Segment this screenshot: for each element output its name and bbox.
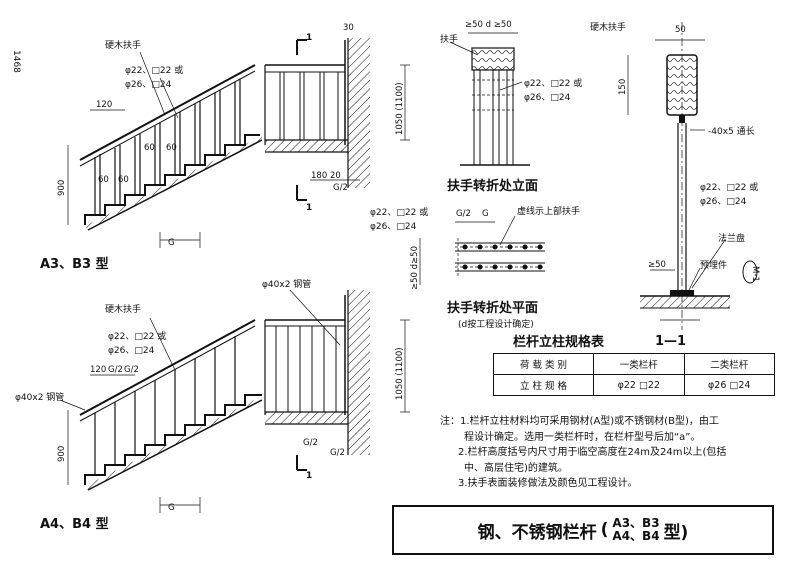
title-line2: A4、B4	[612, 529, 660, 543]
a4-type-label: A4、B4 型	[40, 516, 109, 532]
a4-label-handrail: 硬木扶手	[105, 303, 141, 315]
spec-header-load: 荷 载 类 别	[492, 353, 595, 375]
handrail	[79, 64, 256, 161]
a3-type-label: A3、B3 型	[40, 256, 109, 272]
title-close: 型)	[663, 522, 689, 543]
a4-dim-g: G	[168, 503, 175, 513]
title-types: A3、B3 A4、B4	[612, 517, 659, 543]
section-1-1	[627, 22, 758, 330]
s11-label-post-b: φ26、□24	[700, 197, 747, 207]
note-line: 3.扶手表面装修做法及颜色见工程设计。	[458, 478, 638, 489]
note-line: 2.栏杆高度括号内尺寸用于临空高度在24m及24m以上(包括	[458, 447, 727, 458]
a4-dim-120: 120	[90, 365, 106, 375]
section-bottom-label-steel: φ40x2 钢管	[262, 278, 311, 290]
turn-plan	[419, 215, 545, 285]
section-top-dim-g2: G/2	[333, 183, 348, 193]
notes: 注：1.栏杆立柱材料均可采用钢材(A型)或不锈钢材(B型)，由工 程设计确定。选…	[440, 414, 790, 492]
stair-elevation-a3	[67, 51, 263, 248]
a3-dim-60c: 60	[98, 175, 109, 185]
note-line: 中、高层住宅)的建筑。	[464, 462, 568, 474]
a3-label-post-a: φ22、□22 或	[125, 64, 183, 76]
a3-dim-60a: 60	[144, 143, 155, 153]
s11-label-flange: 法兰盘	[718, 232, 745, 244]
title-open: (	[600, 520, 609, 540]
a4-dim-g2a: G/2	[108, 365, 123, 375]
a3-dim-g: G	[168, 238, 175, 248]
section-top-marker-b: 1	[306, 203, 312, 213]
spec-data-row: 立 柱 规 格 φ22 □22 φ26 □24	[492, 374, 776, 396]
spec-row-class1: φ22 □22	[593, 374, 685, 396]
title-block: 钢、不锈钢栏杆 ( A3、B3 A4、B4 型)	[392, 505, 774, 555]
a4-label-post-b: φ26、□24	[108, 346, 155, 356]
section-elevation-top	[264, 38, 410, 201]
s11-embed-code: M-1	[750, 266, 760, 282]
stair-steps	[84, 134, 260, 225]
section-elevation-bottom	[264, 289, 410, 471]
spec-table-title: 栏杆立柱规格表	[513, 335, 605, 350]
stair-hatch	[85, 136, 262, 230]
balusters	[94, 79, 241, 215]
notes-prefix: 注：	[440, 416, 460, 427]
section-top-dim-30: 30	[343, 23, 354, 33]
spec-header-class1: 一类栏杆	[593, 353, 685, 375]
page-number: 1468	[11, 50, 21, 73]
spec-row-class2: φ26 □24	[683, 374, 776, 396]
spec-row-label: 立 柱 规 格	[492, 374, 595, 396]
turn-plan-dim-g: G	[482, 209, 489, 219]
a3-dim-60d: 60	[118, 175, 129, 185]
a3-dim-120: 120	[96, 100, 112, 110]
s11-label-post-a: φ22、□22 或	[700, 181, 758, 193]
section-bottom-dim-height: 1050 (1100)	[395, 347, 405, 400]
turn-elev-title: 扶手转折处立面	[447, 178, 538, 194]
stair-elevation-a4	[59, 317, 263, 513]
turn-plan-label-post-b: φ26、□24	[370, 222, 417, 232]
handrail-lower	[79, 70, 256, 167]
turn-plan-label-dashed: 虚线示上部扶手	[517, 205, 580, 217]
section-bottom-dim-g2b: G/2	[330, 448, 345, 458]
section-bottom-dim-g2a: G/2	[303, 438, 318, 448]
turn-plan-dim-left: ≥50 d≥50	[410, 246, 420, 290]
section-top-marker-a: 1	[306, 33, 312, 43]
s11-title: 1—1	[655, 334, 686, 349]
note-line: 程设计确定。选用一类栏杆时，在栏杆型号后加“a”。	[464, 431, 701, 443]
section-top-dim-height: 1050 (1100)	[395, 82, 405, 135]
s11-label-flat: -40x5 通长	[708, 125, 755, 137]
title-main: 钢、不锈钢栏杆	[477, 522, 597, 543]
turn-plan-title: 扶手转折处平面	[447, 300, 538, 316]
turn-elevation	[449, 32, 530, 166]
a3-label-post-b: φ26、□24	[125, 80, 172, 90]
s11-dim-50: 50	[675, 25, 686, 35]
turn-plan-dim-g2: G/2	[456, 209, 471, 219]
spec-table: 荷 载 类 别 一类栏杆 二类栏杆 立 柱 规 格 φ22 □22 φ26 □2…	[492, 353, 776, 396]
turn-elev-label-post-b: φ26、□24	[524, 93, 571, 103]
section-top-dim-20: 20	[330, 171, 341, 181]
s11-dim-150: 150	[618, 79, 628, 95]
turn-elev-label-handrail: 扶手	[440, 33, 458, 45]
a3-label-handrail: 硬木扶手	[105, 39, 141, 51]
a4-label-steel: φ40x2 钢管	[15, 391, 64, 403]
spec-header-row: 荷 载 类 别 一类栏杆 二类栏杆	[492, 353, 776, 375]
s11-dim-ge50: ≥50	[648, 260, 666, 270]
section-top-dim-180: 180	[311, 171, 327, 181]
turn-plan-subtitle: (d按工程设计确定)	[458, 318, 534, 330]
turn-plan-label-post-a: φ22、□22 或	[370, 206, 428, 218]
s11-label-handrail: 硬木扶手	[590, 21, 626, 33]
note-line: 注：1.栏杆立柱材料均可采用钢材(A型)或不锈钢材(B型)，由工	[440, 416, 719, 427]
turn-elev-label-post-a: φ22、□22 或	[524, 77, 582, 89]
a4-label-post-a: φ22、□22 或	[108, 330, 166, 342]
turn-elev-dim-top: ≥50 d ≥50	[465, 20, 512, 30]
section-bottom-marker: 1	[306, 471, 312, 481]
a4-dim-g2b: G/2	[124, 365, 139, 375]
a3-dim-60b: 60	[166, 143, 177, 153]
s11-label-embed: 预埋件	[700, 259, 727, 271]
a3-dim-900: 900	[57, 180, 67, 196]
a4-dim-900: 900	[57, 446, 67, 462]
spec-header-class2: 二类栏杆	[683, 353, 776, 375]
title-line1: A3、B3	[612, 516, 660, 530]
